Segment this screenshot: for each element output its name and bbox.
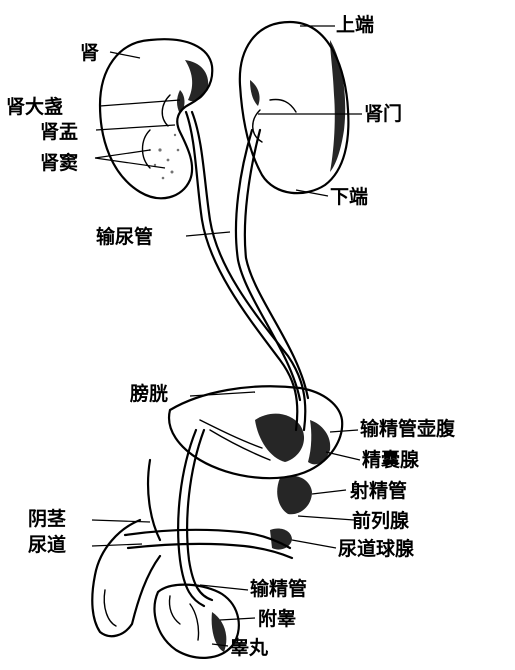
label-kidney: 肾 (80, 42, 99, 64)
leader-lines (92, 26, 362, 646)
right-kidney (240, 22, 349, 193)
ureters (186, 112, 308, 430)
label-vas-deferens: 输精管 (250, 578, 307, 600)
label-prostate: 前列腺 (352, 510, 409, 532)
label-testis: 睾丸 (230, 637, 268, 659)
label-renal-sinus: 肾窦 (40, 152, 78, 174)
label-lower-pole: 下端 (330, 186, 368, 208)
label-renal-pelvis: 肾盂 (40, 121, 78, 143)
label-upper-pole: 上端 (336, 14, 374, 36)
label-ejaculatory-duct: 射精管 (350, 480, 407, 502)
bladder-region (169, 386, 342, 549)
label-urethra: 尿道 (28, 534, 66, 556)
label-renal-hilum: 肾门 (364, 103, 402, 125)
label-major-calyx: 肾大盏 (6, 96, 63, 118)
label-ampulla-of-vas: 输精管壶腹 (360, 418, 455, 440)
label-seminal-vesicle: 精囊腺 (362, 449, 419, 471)
label-penis: 阴茎 (28, 508, 66, 530)
label-ureter: 输尿管 (96, 226, 153, 248)
label-bladder: 膀胱 (130, 383, 168, 405)
label-epididymis: 附睾 (258, 608, 296, 630)
label-bulbourethral-gland: 尿道球腺 (338, 538, 414, 560)
